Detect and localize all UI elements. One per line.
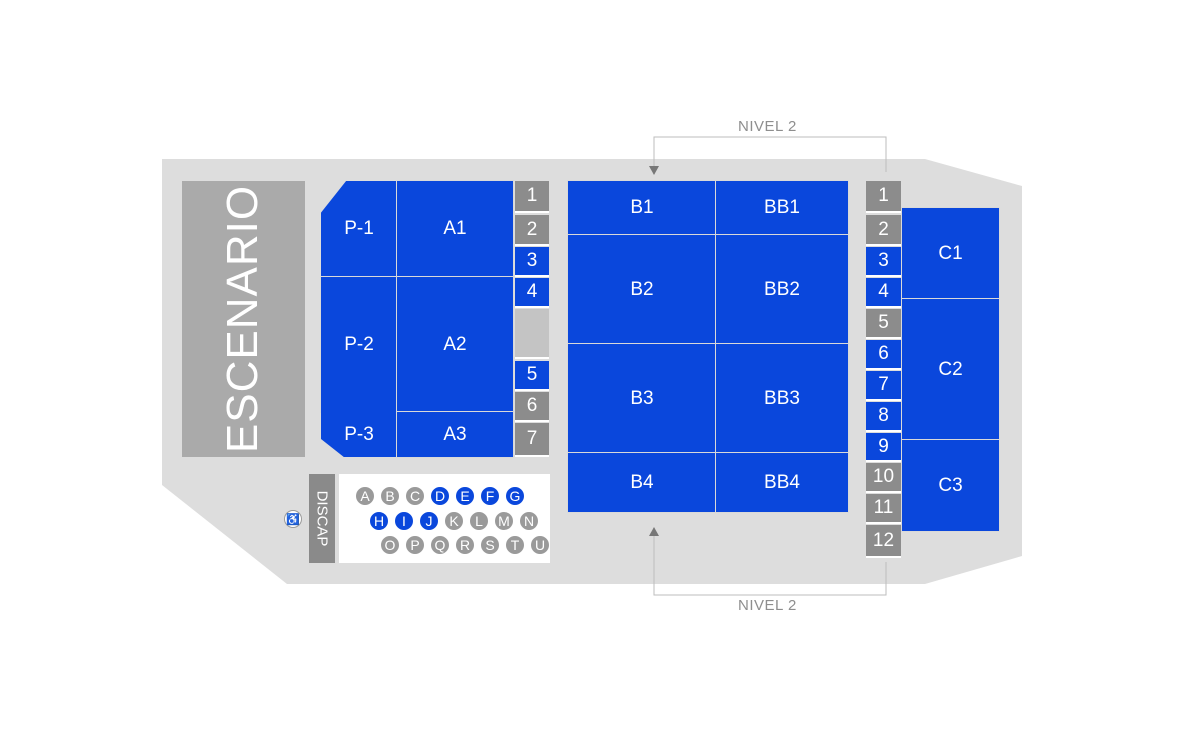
discap-seat-R[interactable]: R (455, 535, 475, 555)
section-p1[interactable]: P-1 (321, 181, 397, 277)
wheelchair-icon: ♿ (284, 510, 302, 528)
right-box-11[interactable]: 11 (866, 494, 901, 524)
section-c2[interactable]: C2 (901, 298, 1000, 441)
section-p2-label: P-2 (344, 333, 374, 355)
section-b3[interactable]: B3 (567, 343, 717, 454)
right-box-2[interactable]: 2 (866, 215, 901, 246)
section-bb2[interactable]: BB2 (715, 234, 849, 345)
discap-seat-O[interactable]: O (380, 535, 400, 555)
right-box-7[interactable]: 7 (866, 371, 901, 401)
nivel-bottom-arrow (649, 527, 659, 536)
discap-seat-I[interactable]: I (394, 511, 414, 531)
right-box-4[interactable]: 4 (866, 278, 901, 308)
section-a2[interactable]: A2 (396, 276, 514, 413)
left-box-blank[interactable] (515, 309, 549, 359)
section-b1-label: B1 (630, 197, 654, 218)
section-bb3-label: BB3 (764, 387, 800, 409)
section-bb3[interactable]: BB3 (715, 343, 849, 454)
discap-seat-F[interactable]: F (480, 486, 500, 506)
section-b4-label: B4 (630, 471, 654, 493)
right-box-6[interactable]: 6 (866, 340, 901, 370)
section-bb2-label: BB2 (764, 278, 800, 300)
section-a3[interactable]: A3 (396, 411, 514, 458)
section-a2-label: A2 (443, 333, 467, 355)
section-p2[interactable]: P-2 (320, 276, 398, 413)
discap-seat-D[interactable]: D (430, 486, 450, 506)
discap-seat-U[interactable]: U (530, 535, 550, 555)
nivel-2-bottom-label: NIVEL 2 (738, 597, 797, 614)
section-c3-label: C3 (938, 474, 963, 496)
right-box-1[interactable]: 1 (866, 181, 901, 213)
discap-seat-C[interactable]: C (405, 486, 425, 506)
section-c3[interactable]: C3 (901, 439, 1000, 532)
discap-seat-M[interactable]: M (494, 511, 514, 531)
discap-seat-S[interactable]: S (480, 535, 500, 555)
nivel-bottom-connector (653, 532, 887, 596)
discap-seat-K[interactable]: K (444, 511, 464, 531)
left-box-2[interactable]: 2 (515, 215, 549, 246)
discap-seat-E[interactable]: E (455, 486, 475, 506)
section-a1[interactable]: A1 (396, 180, 514, 278)
discap-seat-A[interactable]: A (355, 486, 375, 506)
section-b2[interactable]: B2 (567, 234, 717, 345)
section-b3-label: B3 (630, 387, 654, 409)
section-b1[interactable]: B1 (567, 180, 717, 236)
discap-seat-H[interactable]: H (369, 511, 389, 531)
section-b2-label: B2 (630, 278, 654, 300)
discap-label-box: DISCAP (309, 474, 335, 563)
discap-seat-B[interactable]: B (380, 486, 400, 506)
right-box-12[interactable]: 12 (866, 525, 901, 558)
left-box-1[interactable]: 1 (515, 181, 549, 213)
left-box-7[interactable]: 7 (515, 423, 549, 457)
left-box-5[interactable]: 5 (515, 361, 549, 391)
section-a1-label: A1 (443, 218, 467, 239)
discap-seat-Q[interactable]: Q (430, 535, 450, 555)
discap-seat-L[interactable]: L (469, 511, 489, 531)
discap-seat-T[interactable]: T (505, 535, 525, 555)
stage-label: ESCENARIO (218, 184, 268, 454)
section-p1-label: P-1 (344, 218, 374, 239)
left-box-4[interactable]: 4 (515, 278, 549, 308)
right-box-9[interactable]: 9 (866, 433, 901, 462)
section-bb1-label: BB1 (764, 197, 800, 218)
discap-seat-P[interactable]: P (405, 535, 425, 555)
section-a3-label: A3 (443, 423, 467, 445)
discap-seat-G[interactable]: G (505, 486, 525, 506)
section-bb1[interactable]: BB1 (715, 180, 849, 236)
left-box-3[interactable]: 3 (515, 247, 549, 277)
section-c1[interactable]: C1 (901, 207, 1000, 300)
discap-seat-J[interactable]: J (419, 511, 439, 531)
section-c2-label: C2 (938, 358, 963, 380)
nivel-2-top-label: NIVEL 2 (738, 118, 797, 135)
nivel-top-connector (653, 136, 887, 172)
right-box-5[interactable]: 5 (866, 309, 901, 339)
section-bb4-label: BB4 (764, 471, 800, 493)
right-box-3[interactable]: 3 (866, 247, 901, 277)
discap-seat-N[interactable]: N (519, 511, 539, 531)
section-b4[interactable]: B4 (567, 452, 717, 513)
section-p3-label: P-3 (344, 423, 374, 445)
section-bb4[interactable]: BB4 (715, 452, 849, 513)
section-c1-label: C1 (938, 242, 963, 264)
left-box-6[interactable]: 6 (515, 392, 549, 422)
stage: ESCENARIO (182, 181, 305, 457)
right-box-8[interactable]: 8 (866, 402, 901, 432)
nivel-top-arrow (649, 166, 659, 175)
discap-label: DISCAP (313, 490, 331, 547)
right-box-10[interactable]: 10 (866, 463, 901, 493)
